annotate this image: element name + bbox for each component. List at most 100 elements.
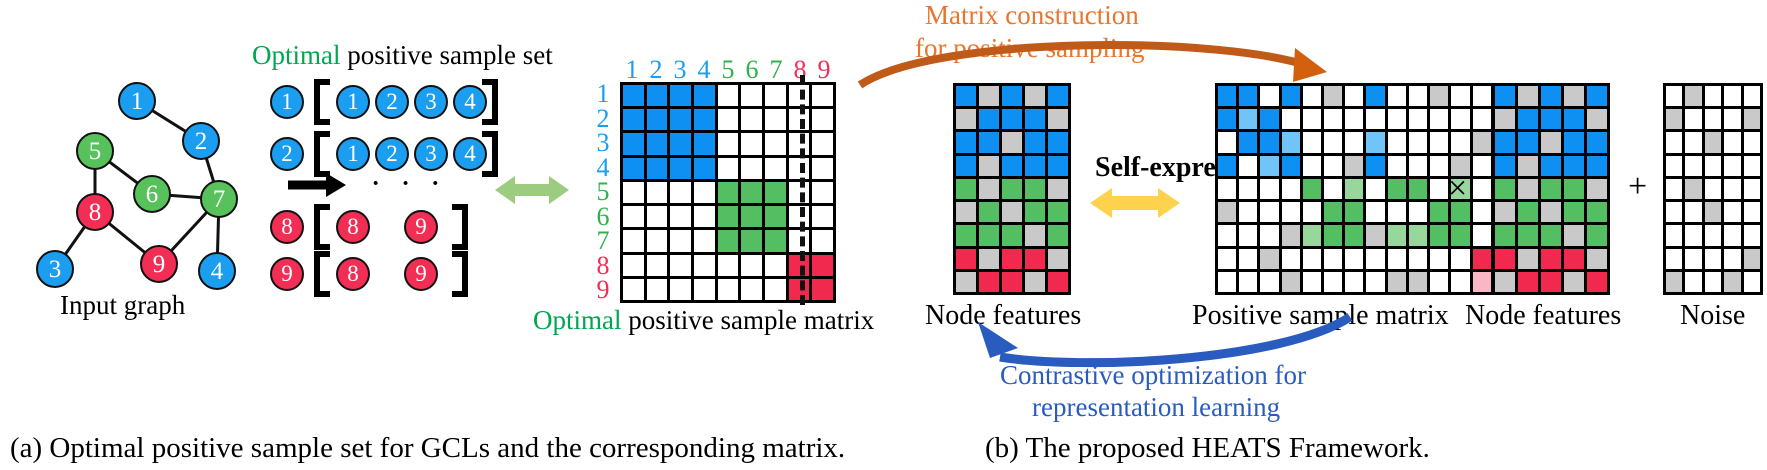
matrix-cell[interactable] <box>979 225 999 246</box>
matrix-cell[interactable] <box>623 230 644 252</box>
matrix-cell[interactable] <box>1541 225 1561 246</box>
matrix-cell[interactable] <box>1666 132 1683 153</box>
set-row-key[interactable]: 8 <box>270 210 304 244</box>
matrix-cell[interactable] <box>1324 178 1343 200</box>
matrix-cell[interactable] <box>1704 132 1722 153</box>
matrix-cell[interactable] <box>1002 155 1022 176</box>
set-member-node[interactable]: 1 <box>336 137 370 171</box>
matrix-cell[interactable] <box>1472 178 1491 200</box>
matrix-cell[interactable] <box>1345 202 1364 223</box>
matrix-cell[interactable] <box>1281 132 1300 153</box>
matrix-cell[interactable] <box>1048 155 1068 176</box>
matrix-cell[interactable] <box>1002 86 1022 107</box>
matrix-cell[interactable] <box>1704 202 1722 223</box>
matrix-cell[interactable] <box>979 155 999 176</box>
matrix-cell[interactable] <box>764 254 786 276</box>
matrix-cell[interactable] <box>764 157 786 179</box>
matrix-cell[interactable] <box>693 157 715 179</box>
matrix-cell[interactable] <box>1743 225 1760 246</box>
matrix-cell[interactable] <box>1472 225 1491 246</box>
matrix-cell[interactable] <box>956 155 976 176</box>
matrix-cell[interactable] <box>1218 248 1237 269</box>
set-member-node[interactable]: 3 <box>414 85 448 119</box>
matrix-cell[interactable] <box>979 202 999 223</box>
matrix-cell[interactable] <box>1564 86 1584 107</box>
matrix-cell[interactable] <box>693 230 715 252</box>
matrix-cell[interactable] <box>788 181 810 204</box>
matrix-cell[interactable] <box>1518 202 1538 223</box>
matrix-cell[interactable] <box>1451 178 1470 200</box>
matrix-cell[interactable] <box>1239 132 1258 153</box>
matrix-cell[interactable] <box>1366 248 1385 269</box>
matrix-cell[interactable] <box>1587 202 1607 223</box>
set-member-node[interactable]: 4 <box>453 137 487 171</box>
matrix-cell[interactable] <box>1518 271 1538 292</box>
matrix-cell[interactable] <box>1302 248 1322 269</box>
matrix-cell[interactable] <box>1587 271 1607 292</box>
matrix-cell[interactable] <box>646 278 668 300</box>
matrix-cell[interactable] <box>1408 225 1428 246</box>
matrix-cell[interactable] <box>670 85 691 107</box>
matrix-cell[interactable] <box>1345 271 1364 292</box>
matrix-cell[interactable] <box>1495 109 1515 130</box>
matrix-cell[interactable] <box>646 133 668 155</box>
matrix-cell[interactable] <box>741 254 762 276</box>
matrix-cell[interactable] <box>1218 225 1237 246</box>
set-row-key[interactable]: 1 <box>270 85 304 119</box>
matrix-cell[interactable] <box>1025 178 1045 200</box>
matrix-cell[interactable] <box>1666 225 1683 246</box>
matrix-cell[interactable] <box>1587 132 1607 153</box>
matrix-cell[interactable] <box>1724 178 1741 200</box>
matrix-cell[interactable] <box>956 132 976 153</box>
set-member-node[interactable]: 2 <box>375 85 409 119</box>
graph-node-5[interactable]: 5 <box>76 132 114 170</box>
matrix-cell[interactable] <box>1685 248 1702 269</box>
matrix-cell[interactable] <box>1408 178 1428 200</box>
matrix-cell[interactable] <box>1685 271 1702 292</box>
graph-node-8[interactable]: 8 <box>76 193 114 231</box>
matrix-cell[interactable] <box>1025 109 1045 130</box>
matrix-cell[interactable] <box>1239 86 1258 107</box>
matrix-cell[interactable] <box>1430 109 1449 130</box>
matrix-cell[interactable] <box>1345 178 1364 200</box>
matrix-cell[interactable] <box>788 85 810 107</box>
matrix-cell[interactable] <box>1002 178 1022 200</box>
matrix-cell[interactable] <box>670 181 691 204</box>
matrix-cell[interactable] <box>717 157 739 179</box>
matrix-cell[interactable] <box>1239 202 1258 223</box>
matrix-cell[interactable] <box>1366 202 1385 223</box>
matrix-cell[interactable] <box>812 157 833 179</box>
matrix-cell[interactable] <box>1472 132 1491 153</box>
matrix-cell[interactable] <box>1518 178 1538 200</box>
set-member-node[interactable]: 4 <box>453 85 487 119</box>
matrix-cell[interactable] <box>1724 155 1741 176</box>
matrix-cell[interactable] <box>979 178 999 200</box>
matrix-cell[interactable] <box>693 278 715 300</box>
matrix-cell[interactable] <box>1366 178 1385 200</box>
matrix-cell[interactable] <box>1451 202 1470 223</box>
matrix-cell[interactable] <box>1704 178 1722 200</box>
matrix-cell[interactable] <box>1408 109 1428 130</box>
matrix-cell[interactable] <box>1366 225 1385 246</box>
matrix-cell[interactable] <box>1472 109 1491 130</box>
matrix-cell[interactable] <box>1345 248 1364 269</box>
matrix-cell[interactable] <box>1685 155 1702 176</box>
matrix-cell[interactable] <box>1451 248 1470 269</box>
matrix-cell[interactable] <box>646 206 668 228</box>
matrix-cell[interactable] <box>1387 86 1406 107</box>
matrix-cell[interactable] <box>812 109 833 131</box>
matrix-cell[interactable] <box>812 181 833 204</box>
matrix-cell[interactable] <box>1495 271 1515 292</box>
matrix-cell[interactable] <box>1002 202 1022 223</box>
set-row-key[interactable]: 9 <box>270 257 304 291</box>
matrix-cell[interactable] <box>1743 271 1760 292</box>
matrix-cell[interactable] <box>979 132 999 153</box>
matrix-cell[interactable] <box>1302 86 1322 107</box>
matrix-cell[interactable] <box>1025 202 1045 223</box>
matrix-cell[interactable] <box>1387 202 1406 223</box>
matrix-cell[interactable] <box>1302 132 1322 153</box>
matrix-cell[interactable] <box>1518 132 1538 153</box>
matrix-cell[interactable] <box>1260 202 1279 223</box>
matrix-cell[interactable] <box>1587 248 1607 269</box>
matrix-cell[interactable] <box>1002 109 1022 130</box>
